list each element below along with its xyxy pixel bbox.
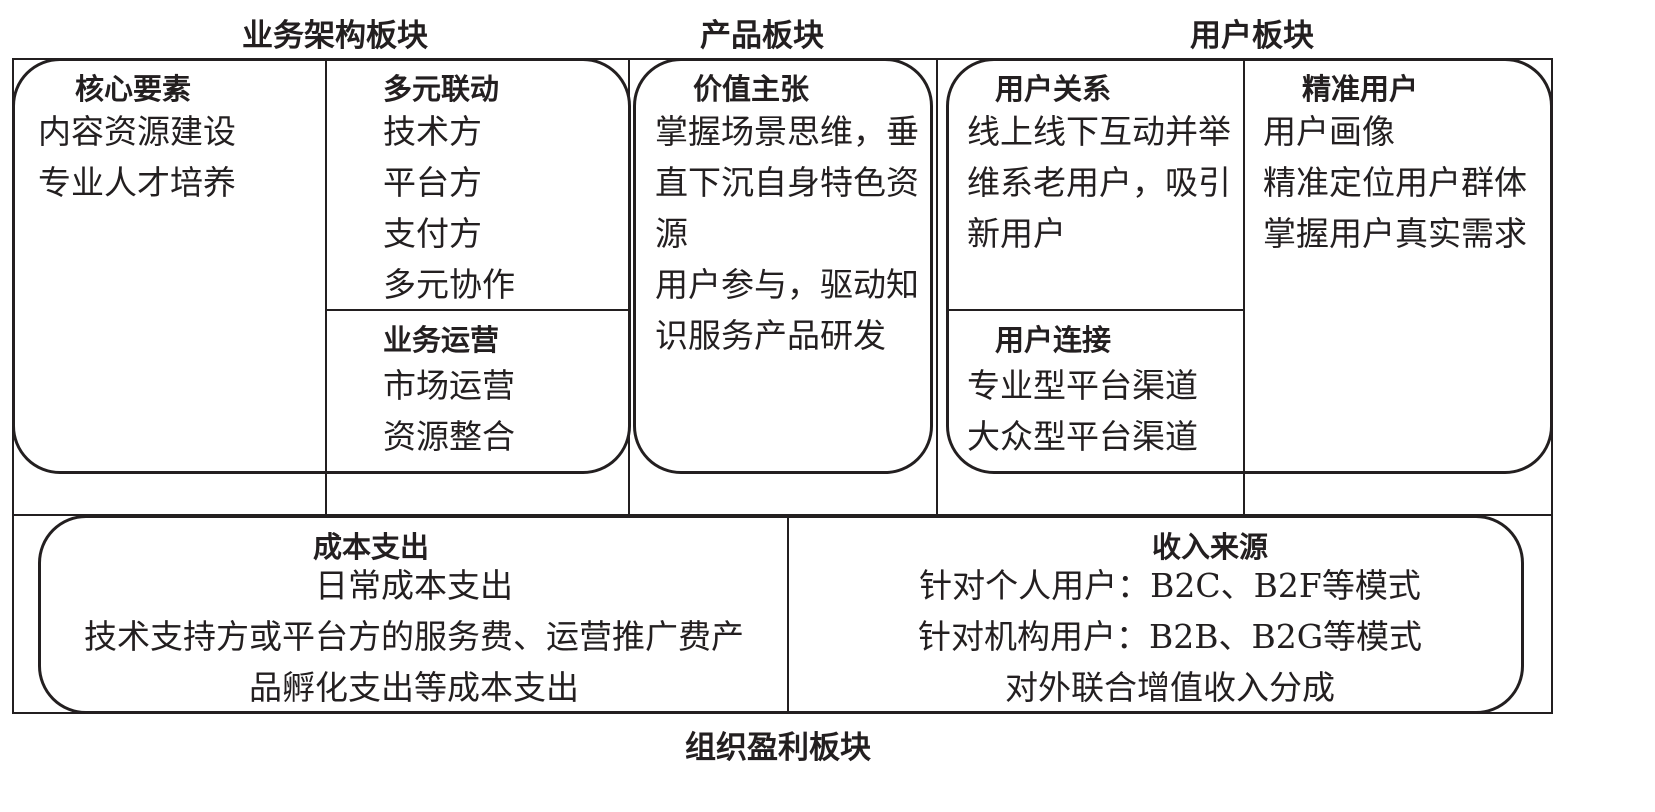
list-item: 专业型平台渠道 xyxy=(967,366,1198,405)
relation-heading: 用户关系 xyxy=(995,72,1112,106)
list-item: 技术方 xyxy=(383,112,482,151)
list-item: 专业人才培养 xyxy=(38,163,236,202)
cost-list: 日常成本支出 技术支持方或平台方的服务费、运营推广费产 品孵化支出等成本支出 xyxy=(84,560,744,713)
income-heading: 收入来源 xyxy=(1151,530,1269,564)
relation-list: 线上线下互动并举 维系老用户，吸引新用户 xyxy=(967,106,1231,259)
list-item: 针对机构用户：B2B、B2G等模式 xyxy=(917,617,1423,656)
list-item: 技术支持方或平台方的服务费、运营推广费产 xyxy=(84,617,744,656)
value-heading: 价值主张 xyxy=(693,72,810,106)
title-user: 用户板块 xyxy=(1190,18,1314,54)
list-item: 维系老用户，吸引新用户 xyxy=(967,163,1231,253)
precise-list: 用户画像 精准定位用户群体 掌握用户真实需求 xyxy=(1263,106,1527,259)
ops-list: 市场运营 资源整合 xyxy=(383,360,654,462)
ops-heading: 业务运营 xyxy=(383,323,500,357)
value-list: 掌握场景思维，垂直下沉自身特色资源 用户参与，驱动知识服务产品研发 xyxy=(655,106,919,361)
list-item: 内容资源建设 xyxy=(38,112,236,151)
divider xyxy=(936,58,938,515)
list-item: 掌握场景思维，垂直下沉自身特色资源 xyxy=(655,112,919,253)
divider xyxy=(326,309,629,311)
title-product: 产品板块 xyxy=(700,18,824,54)
connect-list: 专业型平台渠道 大众型平台渠道 xyxy=(967,360,1238,462)
connect-heading: 用户连接 xyxy=(995,323,1112,357)
list-item: 用户参与，驱动知识服务产品研发 xyxy=(655,265,919,355)
list-item: 日常成本支出 xyxy=(315,566,513,605)
divider xyxy=(787,516,789,713)
divider xyxy=(1243,58,1245,515)
list-item: 平台方 xyxy=(383,163,482,202)
title-business: 业务架构板块 xyxy=(242,18,428,54)
list-item: 大众型平台渠道 xyxy=(967,417,1198,456)
list-item: 对外联合增值收入分成 xyxy=(1004,668,1335,707)
list-item: 精准定位用户群体 xyxy=(1263,163,1527,202)
list-item: 用户画像 xyxy=(1263,112,1395,151)
multi-heading: 多元联动 xyxy=(383,72,500,106)
product-box xyxy=(633,58,933,474)
list-item: 线上线下互动并举 xyxy=(967,112,1231,151)
list-item: 资源整合 xyxy=(383,417,515,456)
core-list: 内容资源建设 专业人才培养 xyxy=(38,106,309,208)
precise-heading: 精准用户 xyxy=(1302,72,1419,106)
cost-heading: 成本支出 xyxy=(312,530,430,564)
list-item: 针对个人用户：B2C、B2F等模式 xyxy=(919,566,1421,605)
list-item: 支付方 xyxy=(383,214,482,253)
list-item: 掌握用户真实需求 xyxy=(1263,214,1527,253)
title-profit: 组织盈利板块 xyxy=(685,730,871,766)
list-item: 市场运营 xyxy=(383,366,515,405)
business-box xyxy=(12,58,631,474)
divider xyxy=(325,58,327,515)
divider xyxy=(946,309,1244,311)
list-item: 多元协作 xyxy=(383,265,515,304)
list-item: 品孵化支出等成本支出 xyxy=(249,668,579,707)
core-heading: 核心要素 xyxy=(75,72,192,106)
income-list: 针对个人用户：B2C、B2F等模式 针对机构用户：B2B、B2G等模式 对外联合… xyxy=(918,560,1422,713)
user-box xyxy=(946,58,1553,474)
multi-list: 技术方 平台方 支付方 多元协作 xyxy=(383,106,654,310)
profit-box xyxy=(38,515,1524,714)
